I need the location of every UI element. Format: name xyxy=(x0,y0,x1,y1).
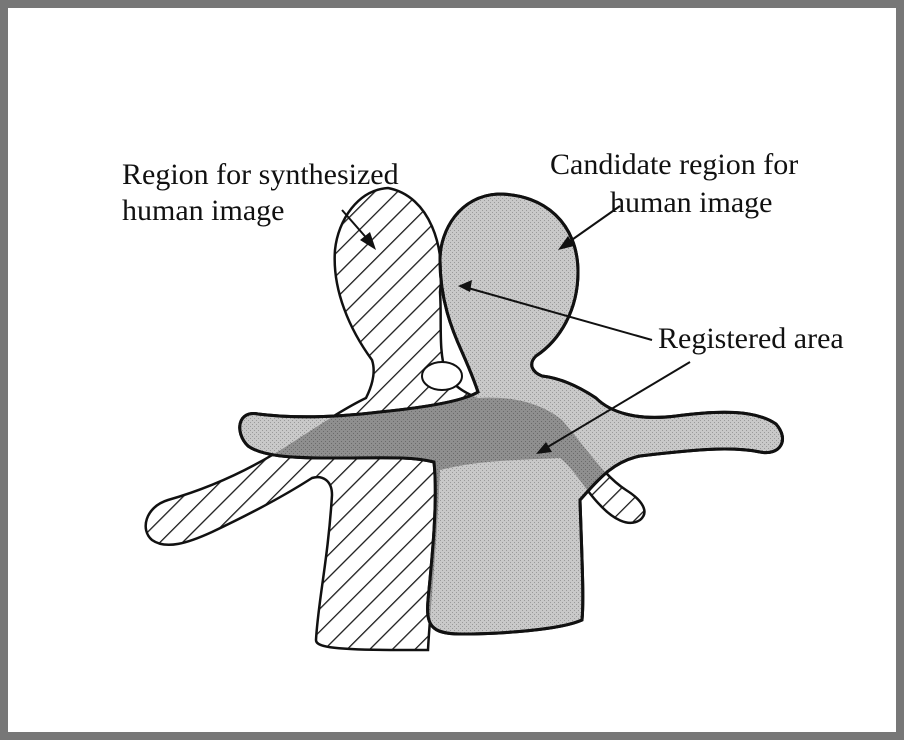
label-candidate-region-line1: Candidate region for xyxy=(550,148,798,182)
label-registered-area: Registered area xyxy=(658,322,844,356)
label-synthesized-region-line2: human image xyxy=(122,194,284,228)
label-candidate-region-line2: human image xyxy=(610,186,772,220)
label-synthesized-region-line1: Region for synthesized xyxy=(122,158,399,192)
neck-gap xyxy=(422,362,462,390)
